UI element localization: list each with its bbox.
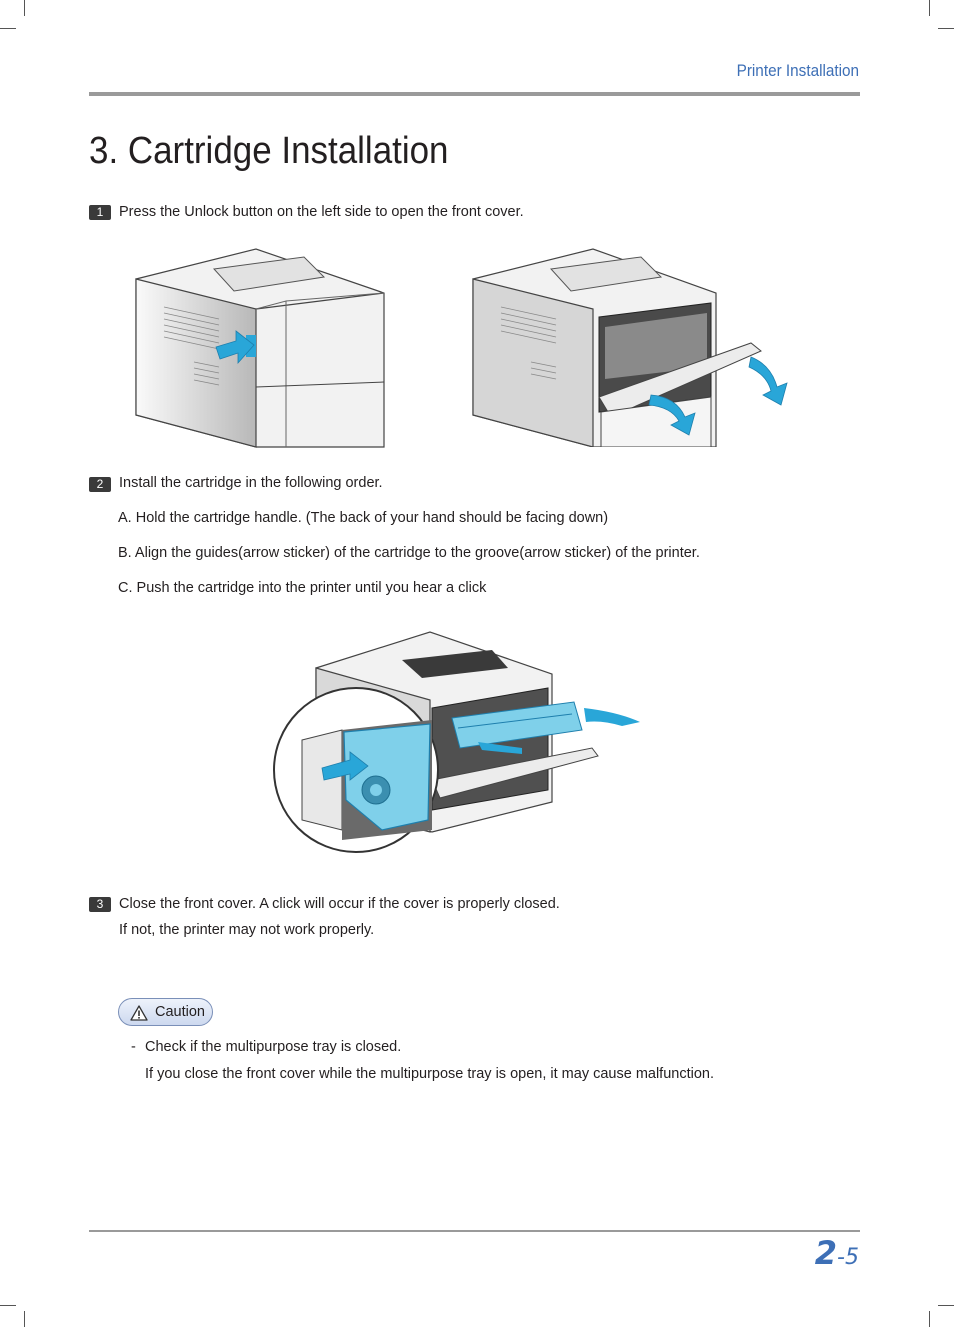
printer-open-cover-illustration [472,248,788,447]
substep-text: C. Push the cartridge into the printer u… [118,580,487,596]
header-divider [89,92,860,96]
crop-mark [929,0,930,16]
step-number: 3 [89,897,111,912]
substep-text: A. Hold the cartridge handle. (The back … [118,510,609,526]
page-sub-number: 5 [845,1245,859,1270]
caution-badge: Caution [118,998,213,1026]
caution-text-continued: If you close the front cover while the m… [145,1066,714,1082]
page-separator: - [837,1245,845,1270]
step-number: 1 [89,205,111,220]
cartridge-insertion-illustration [273,631,640,853]
crop-mark [24,0,25,16]
step-text-continued: If not, the printer may not work properl… [119,922,375,938]
page-title: 3. Cartridge Installation [89,130,449,172]
crop-mark [929,1311,930,1327]
crop-mark [0,1305,16,1306]
step-text: Press the Unlock button on the left side… [119,204,524,220]
printer-closed-illustration [135,248,385,448]
crop-mark [938,28,954,29]
caution-bullet: - [131,1039,136,1055]
caution-label: Caution [155,1004,205,1020]
page-number: 2-5 [815,1234,859,1272]
warning-triangle-icon [130,1005,148,1021]
page-chapter: 2 [814,1234,838,1272]
step-number: 2 [89,477,111,492]
footer-divider [89,1230,860,1232]
substep-text: B. Align the guides(arrow sticker) of th… [118,545,700,561]
crop-mark [0,28,16,29]
crop-mark [938,1305,954,1306]
running-header: Printer Installation [736,61,859,80]
caution-text: Check if the multipurpose tray is closed… [145,1039,402,1055]
crop-mark [24,1311,25,1327]
step-text: Close the front cover. A click will occu… [119,896,560,912]
step-text: Install the cartridge in the following o… [119,475,383,491]
